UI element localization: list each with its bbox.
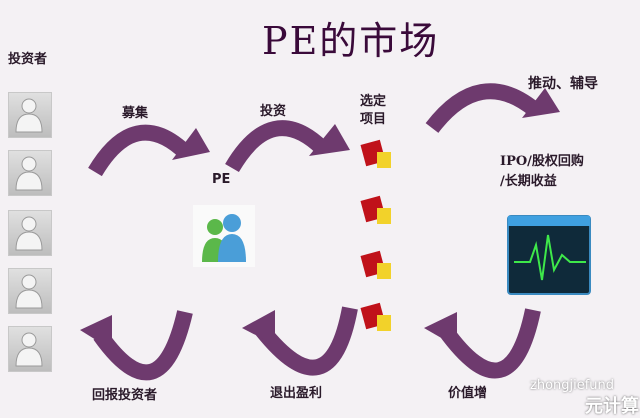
return-arrow	[93, 310, 193, 381]
invest-label: 投资	[260, 104, 287, 119]
investors-label: 投资者	[8, 52, 48, 67]
value-add-label: 价值增	[448, 386, 488, 401]
pe-label: PE	[212, 172, 231, 187]
return-investors-label: 回报投资者	[92, 388, 158, 403]
project-cubes	[360, 139, 391, 331]
diagram-title: PE的市场	[262, 19, 440, 63]
exit-label-1: IPO/股权回购	[500, 154, 584, 169]
exit-profit-arrow	[255, 306, 358, 376]
watermark-badge: 元计算	[585, 396, 639, 417]
person-icons	[15, 98, 43, 367]
promote-label: 推动、辅导	[528, 76, 598, 92]
monitor-icon	[507, 215, 591, 295]
exit-label-2: /长期收益	[500, 174, 557, 189]
promote-arrow	[425, 83, 541, 133]
raise-label: 募集	[122, 106, 149, 121]
select-project-label-1: 选定	[360, 94, 387, 109]
pe-icon	[193, 205, 255, 267]
value-add-arrow	[438, 308, 541, 379]
select-project-label-2: 项目	[360, 112, 387, 127]
exit-profit-label: 退出盈利	[270, 386, 323, 401]
invest-arrow	[225, 120, 328, 173]
watermark-text: zhongjiefund	[530, 378, 615, 393]
raise-arrow	[88, 124, 191, 177]
